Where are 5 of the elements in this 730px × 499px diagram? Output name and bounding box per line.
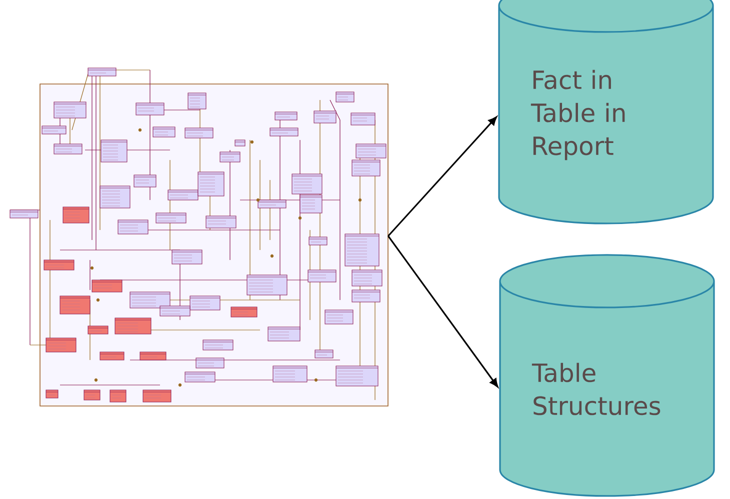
database-cylinder: Table Structures (499, 254, 715, 497)
er-diagram-drawing (10, 68, 388, 406)
database-cylinder: Fact in Table in Report (498, 0, 714, 224)
arrow (388, 116, 497, 237)
arrow (388, 236, 498, 388)
